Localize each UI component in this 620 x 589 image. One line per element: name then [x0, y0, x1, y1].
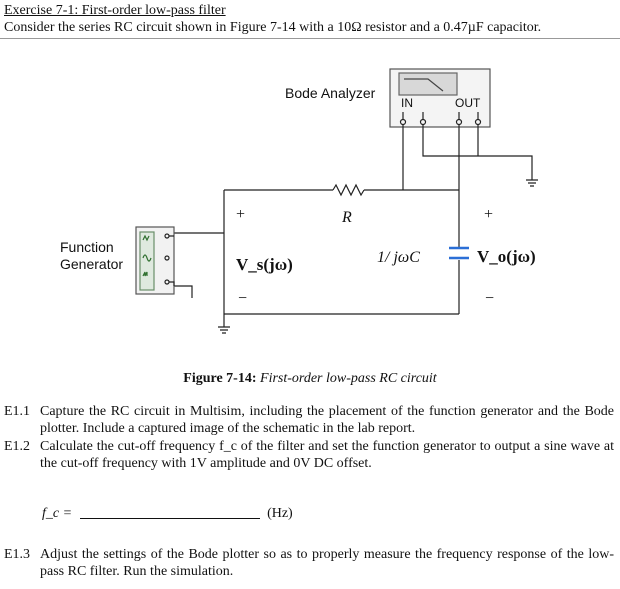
caption-text: First-order low-pass RC circuit: [260, 371, 437, 386]
vo-label: V_o(jω): [477, 247, 536, 266]
exercise-text: Capture the RC circuit in Multisim, incl…: [40, 404, 614, 436]
fg-waveform-icons: [142, 234, 152, 277]
exercise-number: E1.2: [4, 439, 31, 454]
bode-screen-icon: [398, 72, 458, 96]
figure-caption: Figure 7-14: First-order low-pass RC cir…: [0, 371, 620, 387]
exercise-number: E1.1: [4, 404, 31, 419]
fc-answer-line: f_c = (Hz): [42, 506, 293, 522]
vs-plus: +: [236, 206, 245, 223]
out-minus-terminal: [474, 118, 482, 126]
fc-label: f_c =: [42, 506, 73, 521]
bode-label: Bode Analyzer: [285, 85, 376, 101]
vc-label: 1/ jωC: [377, 249, 420, 266]
circuit-figure: Bode Analyzer IN OUT Function Generator …: [60, 68, 538, 334]
vo-plus: +: [484, 206, 493, 223]
fc-unit: (Hz): [267, 506, 293, 521]
vs-minus: −: [238, 290, 247, 307]
ground-right: [526, 176, 538, 187]
in-plus-terminal: [399, 118, 407, 126]
exercise-number: E1.3: [4, 547, 31, 562]
title-divider: [0, 38, 620, 39]
out-label: OUT: [455, 96, 481, 110]
exercise-e13: E1.3 Adjust the settings of the Bode plo…: [4, 546, 614, 580]
exercise-title: Exercise 7-1: First-order low-pass filte…: [4, 3, 226, 18]
exercise-e11: E1.1 Capture the RC circuit in Multisim,…: [4, 403, 614, 437]
fg-label-line1: Function: [60, 239, 114, 255]
exercise-e12: E1.2 Calculate the cut-off frequency f_c…: [4, 438, 614, 472]
resistor-label: R: [341, 209, 352, 226]
exercise-intro: Consider the series RC circuit shown in …: [4, 20, 542, 35]
fg-label-line2: Generator: [60, 256, 123, 272]
capacitor: [449, 246, 469, 260]
resistor: [332, 183, 365, 197]
out-plus-terminal: [455, 118, 463, 126]
vs-label: V_s(jω): [236, 255, 293, 274]
exercise-text: Calculate the cut-off frequency f_c of t…: [40, 439, 614, 471]
in-label: IN: [401, 96, 413, 110]
fg-terminal-2: [164, 255, 170, 261]
ground-left: [218, 314, 230, 334]
fg-bottom-wire: [174, 285, 193, 298]
vo-minus: −: [485, 290, 494, 307]
in-minus-terminal: [419, 118, 427, 126]
bode-lowpass-glyph: [404, 78, 444, 92]
exercise-text: Adjust the settings of the Bode plotter …: [40, 547, 614, 579]
fc-blank[interactable]: [79, 518, 260, 519]
caption-label: Figure 7-14:: [183, 371, 257, 386]
